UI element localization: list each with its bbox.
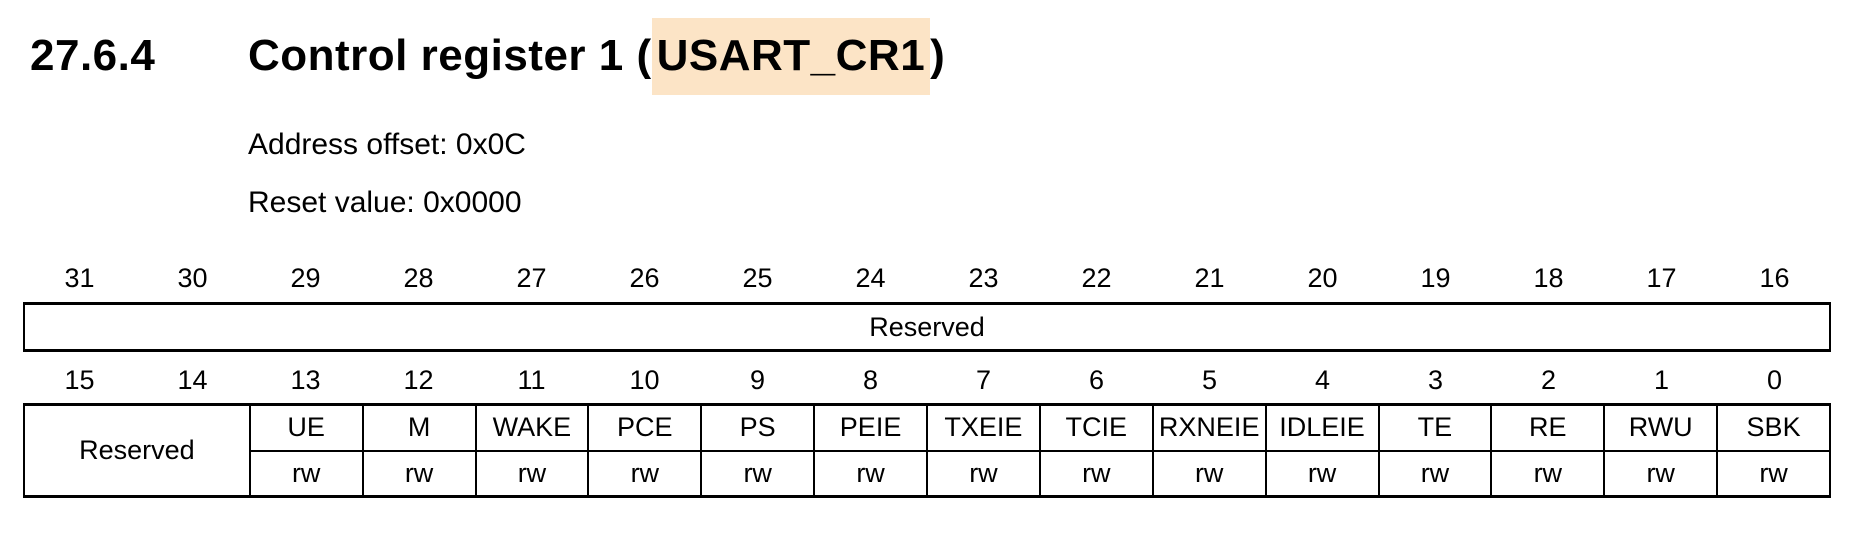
bit-number: 20 bbox=[1307, 263, 1338, 293]
bit-number: 15 bbox=[64, 365, 95, 395]
bit-number: 10 bbox=[629, 365, 660, 395]
bit-number: 12 bbox=[403, 365, 434, 395]
bit-field-cell: SBK bbox=[1716, 403, 1831, 452]
bit-number: 5 bbox=[1201, 365, 1218, 395]
title-prefix: Control register 1 ( bbox=[248, 31, 652, 80]
bit-field-cell: RE bbox=[1490, 403, 1606, 452]
reset-value-line: Reset value: 0x0000 bbox=[248, 186, 522, 219]
bit-number: 4 bbox=[1314, 365, 1331, 395]
bit-number: 21 bbox=[1194, 263, 1225, 293]
bit-number: 19 bbox=[1420, 263, 1451, 293]
bit-number: 17 bbox=[1646, 263, 1677, 293]
access-cell: rw bbox=[587, 449, 703, 498]
bit-field-cell: RXNEIE bbox=[1151, 403, 1267, 452]
bit-field-cell: PS bbox=[700, 403, 816, 452]
bit-number: 7 bbox=[975, 365, 992, 395]
bit-number: 31 bbox=[64, 263, 95, 293]
page-title: Control register 1 (USART_CR1) bbox=[248, 18, 946, 95]
access-cell: rw bbox=[1038, 449, 1154, 498]
title-suffix: ) bbox=[930, 31, 946, 80]
bit-number: 25 bbox=[742, 263, 773, 293]
bit-number: 11 bbox=[517, 365, 546, 395]
bit-field-cell: IDLEIE bbox=[1264, 403, 1380, 452]
address-offset-line: Address offset: 0x0C bbox=[248, 128, 526, 161]
bit-numbers-low: 15 14 13 12 11 10 9 8 7 6 5 4 3 2 1 0 bbox=[23, 367, 1831, 394]
bit-number: 27 bbox=[516, 263, 547, 293]
bit-numbers-high: 31 30 29 28 27 26 25 24 23 22 21 20 19 1… bbox=[23, 265, 1831, 292]
bit-field-cell: PCE bbox=[587, 403, 703, 452]
access-cell: rw bbox=[248, 449, 364, 498]
access-cell: rw bbox=[1490, 449, 1606, 498]
access-cell: rw bbox=[1603, 449, 1719, 498]
access-cell: rw bbox=[474, 449, 590, 498]
bit-field-cell: TXEIE bbox=[926, 403, 1041, 452]
access-cell: rw bbox=[1377, 449, 1493, 498]
bit-field-cell: TE bbox=[1377, 403, 1493, 452]
bit-number: 13 bbox=[290, 365, 321, 395]
bit-number: 6 bbox=[1088, 365, 1105, 395]
bit-number: 0 bbox=[1766, 365, 1783, 395]
access-cell: rw bbox=[926, 449, 1041, 498]
field-access-row: rw rw rw rw rw rw rw rw rw rw rw rw rw r… bbox=[24, 449, 1831, 498]
register-name-highlight: USART_CR1 bbox=[651, 18, 931, 95]
bit-number: 8 bbox=[862, 365, 879, 395]
bit-number: 14 bbox=[177, 365, 208, 395]
bit-number: 3 bbox=[1427, 365, 1444, 395]
section-number: 27.6.4 bbox=[30, 31, 156, 80]
bit-field-cell: M bbox=[361, 403, 477, 452]
high-word-table: Reserved bbox=[23, 302, 1831, 352]
bit-number: 2 bbox=[1540, 365, 1557, 395]
table-row: Reserved bbox=[23, 302, 1831, 352]
section-heading: 27.6.4 Control register 1 (USART_CR1) bbox=[30, 18, 1866, 95]
bit-number: 9 bbox=[749, 365, 766, 395]
access-cell: rw bbox=[700, 449, 816, 498]
bit-number: 28 bbox=[403, 263, 434, 293]
bit-number: 26 bbox=[629, 263, 660, 293]
bit-number: 23 bbox=[968, 263, 999, 293]
bit-number: 18 bbox=[1533, 263, 1564, 293]
bit-field-cell: PEIE bbox=[813, 403, 928, 452]
bit-number: 16 bbox=[1759, 263, 1790, 293]
access-cell: rw bbox=[1716, 449, 1831, 498]
bit-field-cell: UE bbox=[248, 403, 364, 452]
bit-field-cell: WAKE bbox=[474, 403, 590, 452]
register-meta: Address offset: 0x0C Reset value: 0x0000 bbox=[248, 129, 1866, 219]
field-name-row: Reserved UE M WAKE PCE PS PEIE TXEIE TCI… bbox=[23, 403, 1831, 498]
reserved-cell-high: Reserved bbox=[23, 302, 1831, 352]
bit-number: 30 bbox=[177, 263, 208, 293]
access-cell: rw bbox=[813, 449, 928, 498]
bit-field-cell: TCIE bbox=[1038, 403, 1154, 452]
register-bit-diagram: 31 30 29 28 27 26 25 24 23 22 21 20 19 1… bbox=[23, 265, 1831, 498]
bit-number: 1 bbox=[1653, 365, 1670, 395]
low-word-table: Reserved UE M WAKE PCE PS PEIE TXEIE TCI… bbox=[23, 403, 1831, 498]
bit-number: 29 bbox=[290, 263, 321, 293]
bit-field-cell: RWU bbox=[1603, 403, 1719, 452]
access-cell: rw bbox=[361, 449, 477, 498]
bit-number: 22 bbox=[1081, 263, 1112, 293]
access-cell: rw bbox=[1151, 449, 1267, 498]
bit-number: 24 bbox=[855, 263, 886, 293]
access-cell: rw bbox=[1264, 449, 1380, 498]
reserved-cell-low: Reserved bbox=[23, 403, 251, 498]
